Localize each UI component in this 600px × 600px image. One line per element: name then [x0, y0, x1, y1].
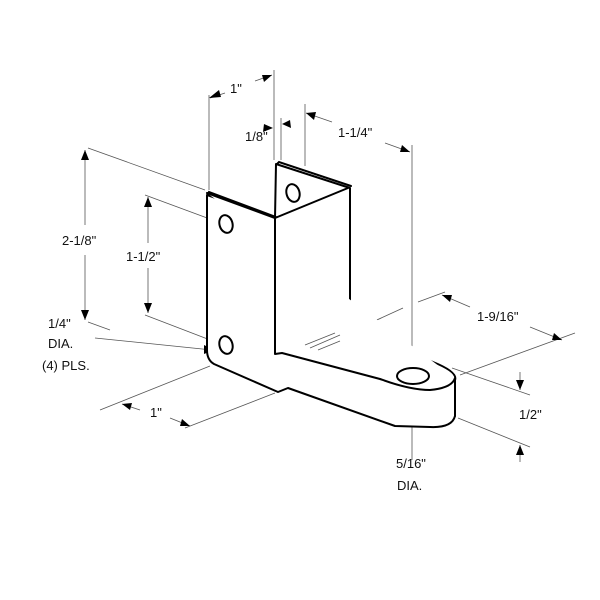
dim-foot-length: 1-9/16"	[477, 309, 519, 324]
dim-height: 2-1/8"	[62, 233, 97, 248]
dim-foot-hole: 5/16"	[396, 456, 426, 471]
dim-flange-width: 1"	[230, 81, 242, 96]
dim-hole-count: (4) PLS.	[42, 358, 90, 373]
hole-icon	[218, 214, 234, 234]
dim-thickness: 1/8"	[245, 129, 268, 144]
dim-back-width: 1-1/4"	[338, 125, 373, 140]
dim-bottom-offset: 1"	[150, 405, 162, 420]
foot-hole-icon	[396, 367, 430, 385]
dim-hole-spacing: 1-1/2"	[126, 249, 161, 264]
dim-foot-hole-label: DIA.	[397, 478, 422, 493]
dim-hole-dia: 1/4"	[48, 316, 71, 331]
bracket-part	[206, 160, 457, 429]
hole-icon	[218, 335, 234, 355]
dim-hole-dia-label: DIA.	[48, 336, 73, 351]
dim-foot-height: 1/2"	[519, 407, 542, 422]
hole-icon	[285, 183, 301, 203]
arrowheads	[81, 75, 562, 455]
